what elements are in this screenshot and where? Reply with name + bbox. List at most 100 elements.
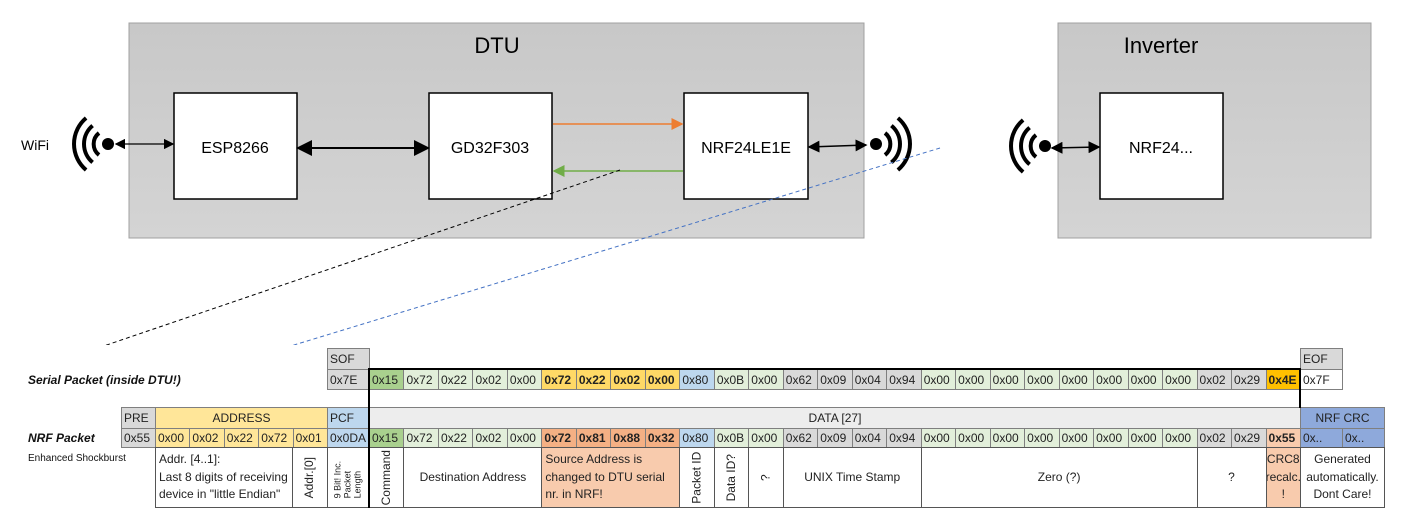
esp8266-label: ESP8266 bbox=[201, 140, 269, 157]
serial-byte-cell: 0x72 bbox=[541, 369, 577, 390]
serial-byte-cell: 0x15 bbox=[369, 369, 405, 390]
serial-byte-cell: 0x00 bbox=[920, 369, 957, 390]
nrf-byte-cell: 0x72 bbox=[403, 428, 439, 448]
address-byte-cell: 0x01 bbox=[292, 428, 328, 448]
serial-byte-cell: 0x4E bbox=[1265, 369, 1301, 390]
data-header: DATA [27] bbox=[369, 407, 1301, 429]
nrf-byte-cell: 0x72 bbox=[541, 428, 577, 448]
serial-byte-cell: 0x29 bbox=[1231, 369, 1267, 390]
dtu-antenna-icon bbox=[870, 116, 912, 172]
address-description-line: device in "little Endian" bbox=[159, 487, 281, 502]
data-id-description: Data ID? bbox=[713, 447, 750, 508]
gd32-block bbox=[428, 92, 553, 200]
serial-byte-cell: 0x02 bbox=[472, 369, 508, 390]
gd32-label: GD32F303 bbox=[451, 140, 529, 157]
wifi-label: WiFi bbox=[21, 137, 49, 153]
nrf-byte-cell: 0x22 bbox=[437, 428, 474, 448]
timestamp-description-text: UNIX Time Stamp bbox=[804, 469, 901, 484]
nrf-byte-cell: 0x00 bbox=[955, 428, 991, 448]
serial-byte-cell: 0x22 bbox=[575, 369, 612, 390]
nrf-byte-cell: 0x62 bbox=[782, 428, 819, 448]
nrf-callout-line bbox=[292, 147, 941, 345]
nrf-byte-cell: 0x00 bbox=[1024, 428, 1060, 448]
crc8-description-line: recalc. bbox=[1265, 469, 1301, 484]
pcf-header: PCF bbox=[327, 407, 370, 429]
address-description-line: Last 8 digits of receiving bbox=[159, 469, 288, 484]
serial-byte-cell: 0x00 bbox=[506, 369, 543, 390]
nrf-byte-cell: 0x29 bbox=[1231, 428, 1267, 448]
serial-byte-cell: 0x72 bbox=[403, 369, 439, 390]
inverter-antenna-icon bbox=[1009, 118, 1051, 174]
pcf-description: 9 Bit! Inc. Packet Length bbox=[327, 447, 370, 508]
enhanced-shockburst-label: Enhanced Shockburst bbox=[28, 453, 126, 464]
crc8-description-line: CRC8 bbox=[1266, 452, 1300, 467]
pre-header: PRE bbox=[121, 407, 156, 429]
serial-byte-cell: 0x80 bbox=[679, 369, 715, 390]
nrf-byte-cell: 0x0B bbox=[713, 428, 750, 448]
serial-frame-line bbox=[368, 368, 370, 508]
serial-callout-line bbox=[105, 169, 621, 345]
crc8-description-line: ! bbox=[1281, 487, 1285, 502]
crc-note-description-line: automatically. bbox=[1306, 469, 1379, 484]
address-header: ADDRESS bbox=[155, 407, 328, 429]
serial-byte-cell: 0x02 bbox=[610, 369, 646, 390]
nrf-byte-cell: 0x88 bbox=[610, 428, 646, 448]
unknown1-description-text: ? bbox=[758, 474, 773, 481]
command-description: Command bbox=[369, 447, 405, 508]
packet-id-description-text: Packet ID bbox=[689, 451, 704, 504]
zero-description: Zero (?) bbox=[920, 447, 1198, 508]
sof-value: 0x7E bbox=[327, 369, 370, 390]
serial-byte-cell: 0x00 bbox=[989, 369, 1026, 390]
nrf-byte-cell: 0x80 bbox=[679, 428, 715, 448]
nrf-byte-cell: 0x00 bbox=[748, 428, 784, 448]
serial-byte-cell: 0x00 bbox=[1093, 369, 1129, 390]
pre-value: 0x55 bbox=[121, 428, 156, 448]
serial-byte-cell: 0x00 bbox=[1058, 369, 1095, 390]
nrf-byte-cell: 0x04 bbox=[851, 428, 888, 448]
crc8-description: CRC8 recalc.! bbox=[1265, 447, 1301, 508]
nrf-byte-cell: 0x94 bbox=[886, 428, 922, 448]
address0-description: Addr.[0] bbox=[292, 447, 328, 508]
serial-byte-cell: 0x00 bbox=[1162, 369, 1198, 390]
destination-description: Destination Address bbox=[403, 447, 543, 508]
serial-byte-cell: 0x00 bbox=[1127, 369, 1164, 390]
serial-frame-line bbox=[369, 368, 1300, 370]
serial-byte-cell: 0x02 bbox=[1196, 369, 1233, 390]
nrf24le1e-label: NRF24LE1E bbox=[701, 140, 791, 157]
inverter-nrf-block bbox=[1099, 92, 1224, 200]
inverter-antenna-arrow bbox=[1050, 141, 1101, 154]
eof-header: EOF bbox=[1300, 348, 1343, 370]
address-byte-cell: 0x72 bbox=[258, 428, 294, 448]
wifi-icon bbox=[72, 116, 114, 172]
eof-value: 0x7F bbox=[1300, 369, 1343, 390]
pcf-value: 0x0DA bbox=[327, 428, 370, 448]
nrf-byte-cell: 0x81 bbox=[575, 428, 612, 448]
inverter-title: Inverter bbox=[1124, 33, 1199, 58]
unknown2-description: ? bbox=[1196, 447, 1267, 508]
source-description-line: Source Address is bbox=[545, 452, 643, 467]
nrf-byte-cell: 0x00 bbox=[1093, 428, 1129, 448]
serial-byte-cell: 0x00 bbox=[644, 369, 681, 390]
serial-frame-line bbox=[1299, 368, 1301, 408]
nrf-crc-byte-cell: 0x.. bbox=[1342, 428, 1385, 448]
esp8266-block bbox=[173, 92, 298, 200]
timestamp-description: UNIX Time Stamp bbox=[782, 447, 922, 508]
nrf-crc-byte-cell: 0x.. bbox=[1300, 428, 1343, 448]
unknown2-description-text: ? bbox=[1228, 469, 1235, 484]
sof-header: SOF bbox=[327, 348, 370, 370]
address-byte-cell: 0x00 bbox=[155, 428, 191, 448]
dtu-title: DTU bbox=[474, 33, 519, 58]
nrf-byte-cell: 0x00 bbox=[989, 428, 1026, 448]
serial-byte-cell: 0x0B bbox=[713, 369, 750, 390]
nrf-byte-cell: 0x02 bbox=[1196, 428, 1233, 448]
nrf-byte-cell: 0x02 bbox=[472, 428, 508, 448]
nrf-byte-cell: 0x00 bbox=[506, 428, 543, 448]
address-byte-cell: 0x02 bbox=[189, 428, 225, 448]
destination-description-text: Destination Address bbox=[419, 469, 527, 484]
nrf-byte-cell: 0x00 bbox=[920, 428, 957, 448]
zero-description-text: Zero (?) bbox=[1037, 469, 1081, 484]
nrf-byte-cell: 0x00 bbox=[1058, 428, 1095, 448]
